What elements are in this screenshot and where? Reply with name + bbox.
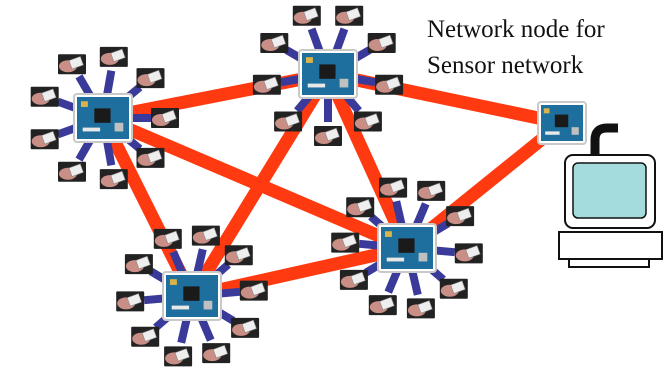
sensor-icon	[58, 54, 86, 75]
node-top-board-icon	[298, 49, 358, 99]
sensor-icon	[260, 33, 289, 53]
sensor-icon	[153, 228, 182, 249]
sensor-icon	[131, 326, 160, 347]
sensor-icon	[353, 111, 382, 132]
sensor-icon	[335, 5, 364, 26]
sensor-icon	[191, 225, 220, 246]
sensor-icon	[202, 343, 231, 364]
sensor-icon	[346, 197, 375, 218]
computer-base-icon	[558, 231, 663, 260]
sensor-icon	[368, 295, 397, 316]
sensor-icon	[224, 245, 253, 266]
sensor-icon	[136, 147, 165, 168]
sensor-icon	[99, 169, 128, 190]
node-computer-board-icon	[537, 101, 587, 145]
node-bottom-board-icon	[162, 271, 222, 321]
sensor-icon	[446, 206, 475, 227]
keyboard-icon	[568, 258, 650, 268]
sensor-icon	[124, 254, 153, 275]
sensor-icon	[136, 68, 165, 89]
sensor-icon	[99, 46, 128, 67]
computer-icon	[558, 123, 663, 268]
sensor-icon	[454, 243, 483, 264]
sensor-icon	[314, 126, 342, 146]
sensor-icon	[252, 74, 281, 95]
sensor-icon	[164, 346, 193, 367]
sensor-icon	[116, 291, 145, 312]
sensor-icon	[367, 33, 396, 53]
sensor-icon	[151, 108, 179, 128]
backbone-link	[190, 241, 409, 303]
sensor-icon	[231, 317, 260, 338]
caption-line-1: Network node for	[427, 16, 605, 43]
node-left-board-icon	[73, 93, 133, 143]
sensor-icon	[274, 111, 303, 132]
backbone-link	[322, 71, 413, 251]
sensors	[30, 5, 483, 367]
computer-cable	[590, 123, 618, 160]
sensor-icon	[30, 129, 59, 150]
sensor-icon	[375, 74, 404, 95]
monitor-screen	[572, 162, 647, 219]
sensor-icon	[439, 278, 468, 299]
sensor-icon	[339, 269, 368, 290]
sensor-icon	[58, 161, 86, 182]
caption-line-2: Sensor network	[427, 52, 584, 79]
node-right-board-icon	[377, 223, 437, 273]
sensor-icon	[239, 280, 268, 301]
backbone-link	[186, 70, 334, 300]
sensor-icon	[292, 5, 321, 26]
network-nodes	[73, 49, 587, 321]
sensor-icon	[379, 177, 408, 198]
backbone-links	[97, 67, 567, 303]
sensor-icon	[30, 86, 59, 107]
sensor-icon	[417, 180, 446, 201]
sensor-icon	[406, 298, 435, 319]
sensor-icon	[331, 232, 360, 253]
